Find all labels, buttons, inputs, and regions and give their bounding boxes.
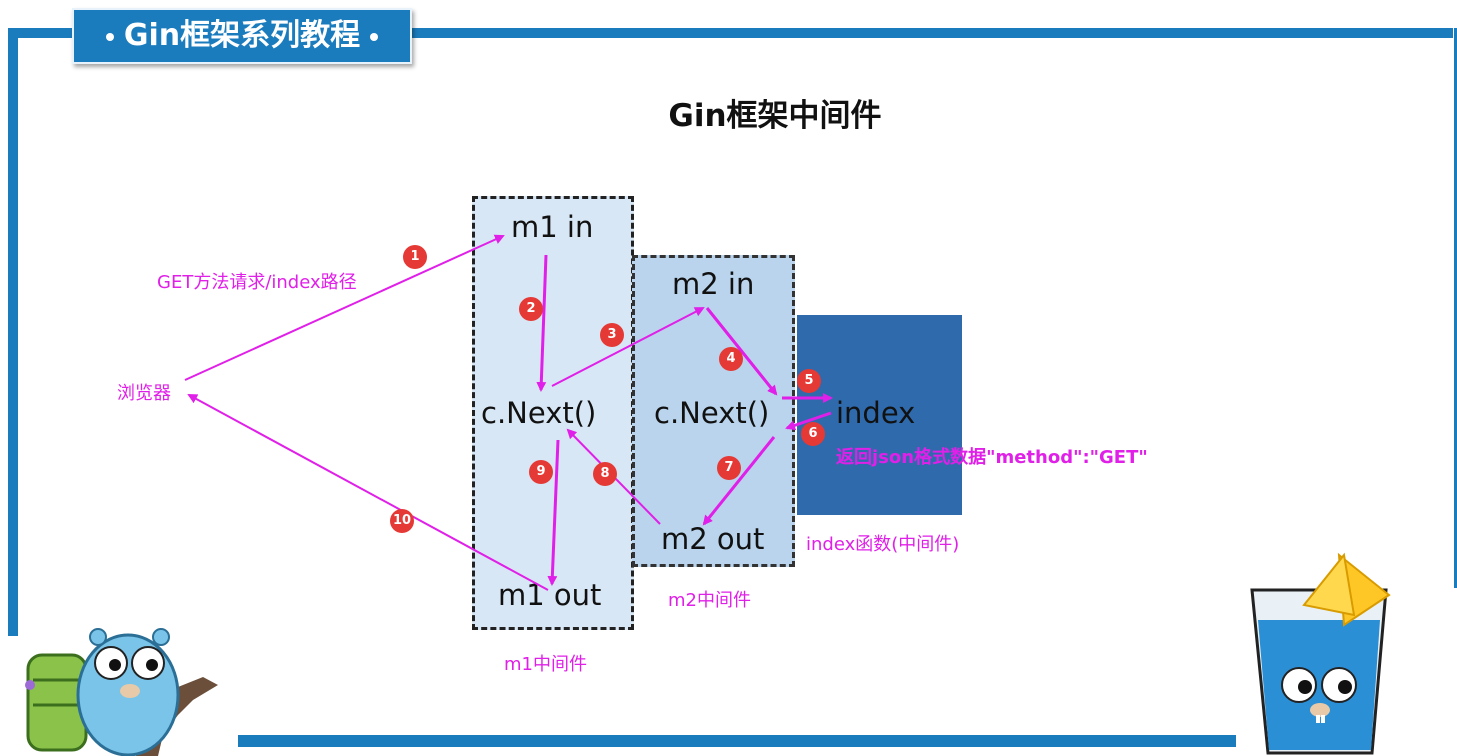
m2-next-label: c.Next() <box>654 396 770 430</box>
step-badge-6: 6 <box>801 422 825 446</box>
response-label: 返回json格式数据"method":"GET" <box>836 447 1148 468</box>
step-badge-3: 3 <box>600 323 624 347</box>
arrow-step-2 <box>536 254 548 392</box>
step-badge-4: 4 <box>719 347 743 371</box>
m1-caption: m1中间件 <box>504 654 587 675</box>
step-badge-2: 2 <box>519 297 543 321</box>
lemon-drink-gopher-illustration <box>1250 552 1391 755</box>
browser-label: 浏览器 <box>117 383 171 404</box>
m2-middleware-box <box>632 255 795 567</box>
m2-caption: m2中间件 <box>668 590 751 611</box>
frame-left-bar <box>8 28 18 636</box>
step-badge-7: 7 <box>717 456 741 480</box>
frame-bottom-bar <box>238 735 1236 747</box>
arrow-step-1 <box>184 234 505 381</box>
hiker-gopher-illustration <box>25 628 218 756</box>
arrow-step-10 <box>187 394 549 591</box>
step-badge-10: 10 <box>390 509 414 533</box>
m2-in-label: m2 in <box>672 267 755 301</box>
m1-next-label: c.Next() <box>481 396 597 430</box>
step-badge-9: 9 <box>529 460 553 484</box>
arrow-step-4 <box>705 307 778 396</box>
step-badge-5: 5 <box>797 369 821 393</box>
index-label: index <box>836 396 916 430</box>
banner-dot-right <box>370 32 379 41</box>
arrow-step-7 <box>702 436 776 526</box>
arrow-step-3 <box>551 307 705 387</box>
diagram-title: Gin框架中间件 <box>668 98 882 134</box>
banner-title-text: Gin框架系列教程 <box>123 18 361 53</box>
banner-dot-left <box>105 32 114 41</box>
frame-right-bar <box>1454 28 1457 588</box>
m1-in-label: m1 in <box>511 210 594 244</box>
index-caption: index函数(中间件) <box>806 534 960 555</box>
series-title-banner: Gin框架系列教程 <box>72 8 412 64</box>
arrow-step-9 <box>547 439 560 586</box>
frame-top-bar <box>10 28 1453 38</box>
m2-out-label: m2 out <box>661 522 765 556</box>
arrow-step-6 <box>785 411 832 431</box>
step-badge-1: 1 <box>403 245 427 269</box>
request-label: GET方法请求/index路径 <box>157 272 357 293</box>
step-badge-8: 8 <box>593 462 617 486</box>
